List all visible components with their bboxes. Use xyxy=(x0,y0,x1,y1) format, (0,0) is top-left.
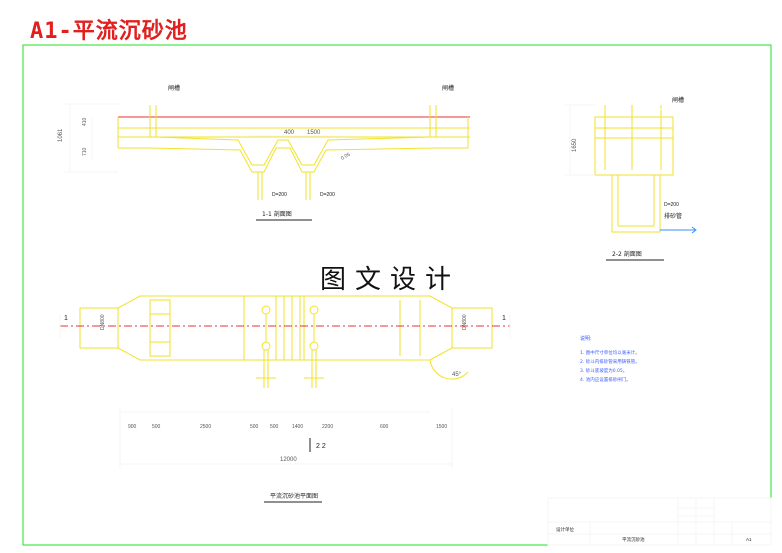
notes-heading: 说明: xyxy=(580,335,592,342)
plan-dim-label: 500 xyxy=(152,424,161,430)
plan-dim-label: 1500 xyxy=(436,424,447,430)
gate-tag-right: 闸槽 xyxy=(442,84,454,92)
title-block-sheet: A1 xyxy=(746,537,752,542)
section-1-1-dims xyxy=(64,103,330,173)
angle-label: 45° xyxy=(452,372,462,378)
plan-view xyxy=(79,295,493,380)
slope-label: 0.05 xyxy=(340,152,352,162)
section-mark-right: 1 xyxy=(502,315,506,322)
pipe-tag-b: D=200 xyxy=(320,192,335,198)
title-block xyxy=(547,497,772,546)
drawing-frame xyxy=(22,44,772,546)
plan-dim-label: 900 xyxy=(128,424,137,430)
pipe-tag-a: D=200 xyxy=(272,192,287,198)
plan-dim-label: 2200 xyxy=(322,424,333,430)
section-2-2-label: 2-2 剖面图 xyxy=(612,250,642,258)
plan-total-dim: 12000 xyxy=(280,457,297,463)
dim-1-1-top-b: 1500 xyxy=(307,130,321,136)
dim-1-1-top-a: 400 xyxy=(284,130,295,136)
section-mark-bottom: 2 2 xyxy=(316,443,326,450)
plan-dim-label: 600 xyxy=(380,424,389,430)
note-3: 3. 砂斗底坡度为0.05。 xyxy=(580,367,627,374)
title-block-company: 设计单位 xyxy=(556,526,574,533)
plan-dim-label: 500 xyxy=(270,424,279,430)
plan-label: 平流沉砂池平面图 xyxy=(270,492,318,500)
section-1-1 xyxy=(117,105,470,200)
section-mark-left: 1 xyxy=(64,315,68,322)
plan-dim-label: 1400 xyxy=(292,424,303,430)
note-1: 1. 图中尺寸单位均以毫米计。 xyxy=(580,349,640,356)
title-block-name: 平流沉砂池 xyxy=(622,536,645,543)
plan-dim-label: 500 xyxy=(250,424,259,430)
gate-tag-2-2: 闸槽 xyxy=(672,96,684,104)
pipe-tag-2-2: D=200 xyxy=(664,202,679,208)
dim-1-1-upper: 410 xyxy=(82,117,88,126)
dim-1-1-lower: 710 xyxy=(82,147,88,156)
outlet-label: DN800 xyxy=(462,314,468,330)
plan-dims xyxy=(119,408,453,468)
gate-tag-left: 闸槽 xyxy=(168,84,180,92)
dim-2-2-height: 1650 xyxy=(572,138,578,152)
section-2-2-dims xyxy=(565,104,595,176)
plan-dim-label: 2500 xyxy=(200,424,211,430)
watermark: 图文设计 xyxy=(320,265,461,295)
note-2: 2. 砂斗内排砂管采用铸铁管。 xyxy=(580,358,640,365)
note-4: 4. 池内应设置排砂闸门。 xyxy=(580,376,631,383)
section-2-2 xyxy=(594,105,674,233)
plan-pipes xyxy=(256,350,324,388)
dim-1-1-height: 1061 xyxy=(58,128,64,142)
pipe-note-2-2: 排砂管 xyxy=(664,212,682,220)
drawing-title: A1-平流沉砂池 xyxy=(30,19,188,44)
plan-dim-labels: 900 500 2500 500 500 1400 2200 600 1500 xyxy=(128,424,447,430)
section-1-1-label: 1-1 剖面图 xyxy=(262,210,292,218)
inlet-label: DN800 xyxy=(100,314,106,330)
